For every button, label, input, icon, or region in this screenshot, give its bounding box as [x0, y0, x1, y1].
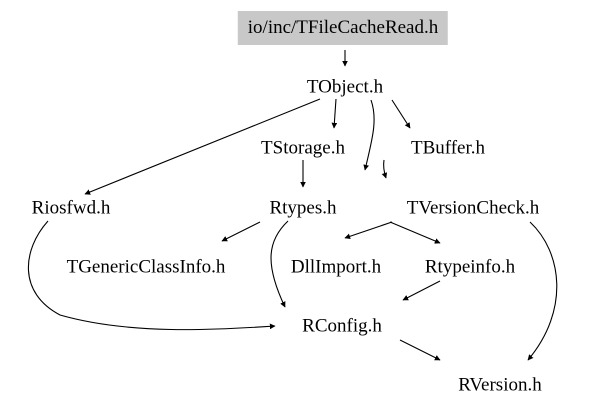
- graph-node-dllimport[interactable]: DllImport.h: [290, 256, 382, 278]
- edge-rconfig-to-rversion: [399, 339, 441, 361]
- edge-riosfwd-to-rconfig: [27, 220, 276, 331]
- graph-node-tversioncheck[interactable]: TVersionCheck.h: [406, 197, 540, 219]
- graph-node-tbuffer[interactable]: TBuffer.h: [410, 137, 486, 159]
- graph-node-rconfig[interactable]: RConfig.h: [302, 315, 382, 337]
- graph-node-root[interactable]: io/inc/TFileCacheRead.h: [237, 11, 449, 45]
- graph-node-tstorage[interactable]: TStorage.h: [261, 137, 345, 159]
- edge-rtypes-to-rtypeinfo: [389, 221, 441, 244]
- edge-tversioncheck-to-rversion: [527, 221, 558, 361]
- graph-node-rversion[interactable]: RVersion.h: [458, 374, 542, 396]
- graph-node-tgenericclassinfo[interactable]: TGenericClassInfo.h: [66, 256, 226, 278]
- edge-tobject-to-rtypes: [363, 99, 375, 171]
- graph-node-tobject[interactable]: TObject.h: [306, 76, 384, 98]
- edge-tobject-to-tbuffer: [391, 99, 411, 129]
- edge-rtypes-to-tgenericclassinfo: [221, 221, 261, 242]
- graph-node-riosfwd[interactable]: Riosfwd.h: [31, 197, 111, 219]
- graph-node-rtypeinfo[interactable]: Rtypeinfo.h: [424, 256, 516, 278]
- edge-tbuffer-to-tversioncheck: [381, 159, 388, 179]
- edge-tobject-to-riosfwd: [84, 98, 321, 195]
- edge-tversioncheck-to-rtypes: [344, 221, 393, 240]
- edge-rtypes-to-rconfig: [270, 220, 289, 308]
- graph-node-rtypes[interactable]: Rtypes.h: [269, 197, 337, 219]
- edge-rtypeinfo-to-rconfig: [402, 280, 441, 301]
- edge-tobject-to-tstorage: [331, 98, 338, 129]
